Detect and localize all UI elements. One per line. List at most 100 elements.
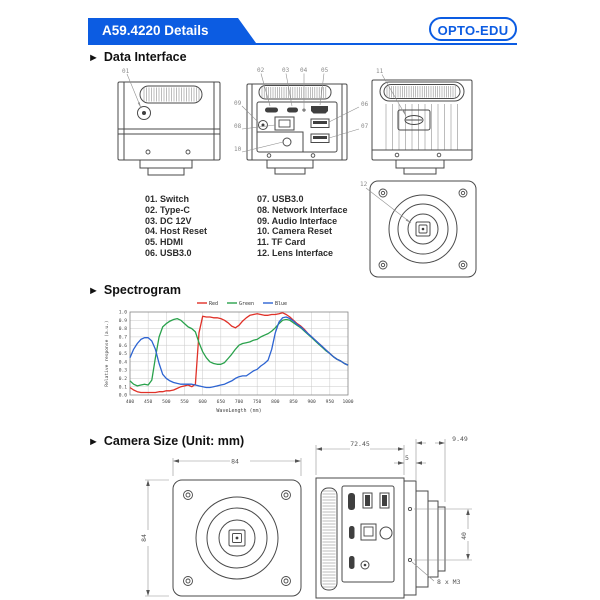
svg-text:0.6: 0.6 [119, 343, 128, 349]
grille-fins [322, 490, 336, 588]
corner-screws [183, 490, 291, 586]
svg-text:450: 450 [144, 399, 153, 405]
list-item: 04. Host Reset [145, 226, 208, 237]
corner-screws [378, 188, 468, 270]
dim-flange-label: 9.49 [452, 435, 468, 443]
power-switch-button [137, 106, 151, 120]
type-c-port [265, 107, 278, 113]
mount-screw [407, 557, 413, 563]
screw-icon [266, 153, 272, 158]
mount-flange [403, 480, 417, 596]
section-label: Camera Size (Unit: mm) [103, 434, 245, 448]
label-12-lens: 12 [360, 181, 368, 188]
svg-text:0.9: 0.9 [119, 318, 128, 324]
ethernet-port [274, 116, 295, 131]
grille-fins [261, 87, 327, 98]
dim-mount-label: 40 [460, 532, 468, 540]
dim-arrowhead [173, 459, 179, 463]
heatsink-grille [139, 85, 203, 104]
list-item: 06. USB3.0 [145, 247, 192, 258]
list-item: 05. HDMI [145, 237, 184, 248]
svg-text:0.5: 0.5 [119, 351, 128, 357]
type-c-port [349, 556, 355, 569]
section-camera-size-heading: ►Camera Size (Unit: mm) [88, 434, 244, 448]
dc-12v-port [287, 107, 298, 113]
label-06-usb3: 06 [361, 101, 369, 108]
svg-text:700: 700 [235, 399, 244, 405]
label-05-hdmi: 05 [321, 67, 329, 74]
section-spectrogram-heading: ► Spectrogram [88, 283, 181, 297]
svg-text:0.8: 0.8 [119, 326, 128, 332]
screw-icon [185, 149, 191, 155]
svg-text:900: 900 [308, 399, 317, 405]
dim-width-label: 84 [231, 458, 239, 466]
heatsink-grille [383, 84, 461, 99]
svg-text:0.2: 0.2 [119, 376, 128, 382]
host-reset-hole [302, 108, 306, 112]
list-item: 07. USB3.0 [257, 194, 304, 204]
screw-icon [310, 153, 316, 158]
usb3-port-top [310, 118, 330, 128]
grille-fins [143, 87, 200, 102]
screw-icon [394, 152, 400, 158]
list-item: 08. Network Interface [257, 204, 348, 215]
list-item: 09. Audio Interface [257, 215, 338, 226]
leader-arrowhead [405, 218, 411, 223]
lens-mount-outer [388, 194, 458, 264]
leader-arrowhead [137, 102, 141, 108]
svg-text:750: 750 [253, 399, 262, 405]
triangle-bullet-icon: ► [88, 285, 99, 297]
dim-arrowhead [146, 590, 150, 596]
svg-text:0.7: 0.7 [119, 335, 128, 341]
list-item: 03. DC 12V [145, 215, 192, 226]
svg-text:500: 500 [162, 399, 171, 405]
svg-text:Blue: Blue [275, 301, 287, 307]
lens-mount-outer [195, 496, 279, 580]
camera-side-view-tf-drawing: 11 [371, 68, 473, 175]
lens-barrel [437, 506, 446, 572]
list-item: 11. TF Card [257, 237, 306, 248]
camera-reset-button [282, 137, 292, 147]
dim-arrowhead [466, 554, 470, 560]
svg-text:Red: Red [209, 301, 218, 307]
screw-icon [145, 149, 151, 155]
section-label: Spectrogram [103, 283, 181, 297]
ethernet-port [360, 523, 377, 541]
svg-text:0.3: 0.3 [119, 368, 128, 374]
svg-text:1000: 1000 [342, 399, 353, 405]
camera-reset-button [379, 526, 393, 540]
type-c-port [349, 526, 355, 539]
leader-arrowhead [402, 110, 406, 116]
header-divider [88, 43, 517, 45]
camera-size-side-drawing: 72.45 9.49 5 [315, 435, 472, 599]
dim-arrowhead [466, 509, 470, 515]
svg-text:400: 400 [126, 399, 135, 405]
svg-text:600: 600 [199, 399, 208, 405]
svg-text:0.0: 0.0 [119, 393, 128, 399]
label-10-camera-reset: 10 [234, 146, 242, 153]
svg-text:1.0: 1.0 [119, 310, 128, 316]
dim-arrowhead [416, 441, 422, 445]
dim-arrowhead [398, 461, 404, 465]
list-item: 10. Camera Reset [257, 226, 333, 237]
camera-size-front-drawing: 84 84 [140, 458, 302, 597]
label-08-network: 08 [234, 123, 242, 130]
camera-rear-ports-drawing: 02 03 04 05 06 07 09 08 10 [234, 67, 369, 175]
dim-arrowhead [398, 447, 404, 451]
sensor-window [228, 529, 246, 547]
usb3-port-bottom [310, 133, 330, 143]
usb3-port [379, 492, 390, 509]
svg-text:0.1: 0.1 [119, 384, 128, 390]
dim-arrowhead [146, 480, 150, 486]
label-01-switch: 01 [122, 68, 130, 75]
svg-text:950: 950 [326, 399, 335, 405]
svg-text:550: 550 [180, 399, 189, 405]
svg-text:WaveLength (nm): WaveLength (nm) [216, 408, 261, 414]
label-04-host-reset: 04 [300, 67, 308, 74]
sensor-window [415, 221, 431, 237]
dim-depth-label: 72.45 [350, 440, 370, 448]
label-07-usb3: 07 [361, 123, 369, 130]
dim-arrowhead [295, 459, 301, 463]
dim-screws-label: 8 x M3 [437, 578, 461, 586]
